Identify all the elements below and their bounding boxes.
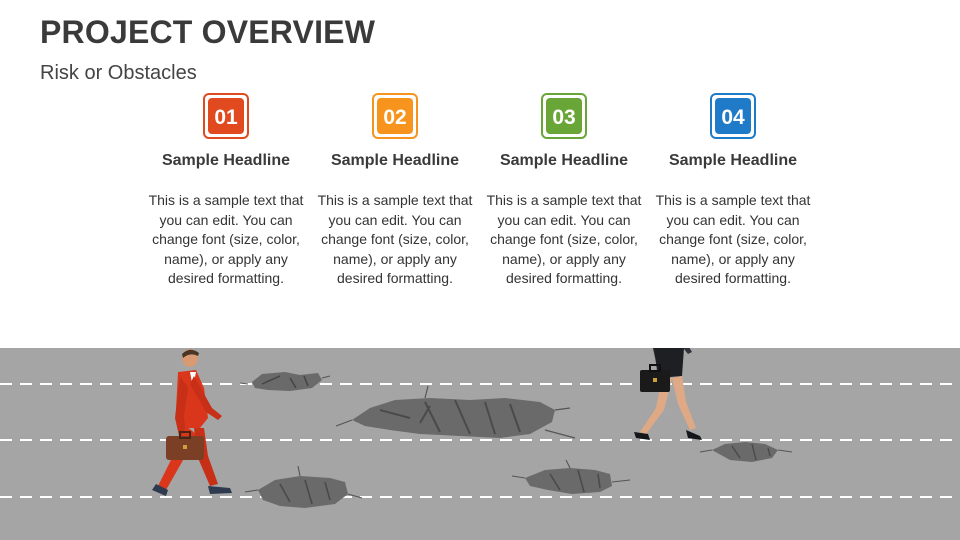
businesswoman-figure [634,348,702,440]
step-2-number: 02 [377,98,413,134]
pothole-4 [511,459,631,494]
step-3-badge: 03 [541,93,587,139]
lane-markings [0,383,960,498]
step-3: 03 Sample Headline This is a sample text… [479,93,649,289]
step-1-number: 01 [208,98,244,134]
pothole-5 [699,442,793,462]
step-4-number: 04 [715,98,751,134]
step-2-badge: 02 [372,93,418,139]
pothole-1 [239,372,331,391]
step-3-number: 03 [546,98,582,134]
step-1-badge: 01 [203,93,249,139]
step-4-headline: Sample Headline [668,152,798,169]
step-2: 02 Sample Headline This is a sample text… [310,93,480,289]
pothole-3 [244,465,363,508]
step-2-text: This is a sample text that you can edit.… [317,192,473,286]
step-1-headline: Sample Headline [161,152,291,169]
step-1-text: This is a sample text that you can edit.… [148,192,304,286]
road-surface [0,348,960,540]
pothole-2 [335,385,576,439]
step-1: 01 Sample Headline This is a sample text… [141,93,311,289]
step-3-headline: Sample Headline [499,152,629,169]
step-4-badge: 04 [710,93,756,139]
page-title: PROJECT OVERVIEW [40,14,376,50]
step-2-headline: Sample Headline [330,152,460,169]
step-4-text: This is a sample text that you can edit.… [655,192,811,286]
businessman-figure [152,349,232,496]
page-subtitle: Risk or Obstacles [40,62,197,84]
step-4: 04 Sample Headline This is a sample text… [648,93,818,289]
road-illustration [0,348,960,540]
step-3-text: This is a sample text that you can edit.… [486,192,642,286]
